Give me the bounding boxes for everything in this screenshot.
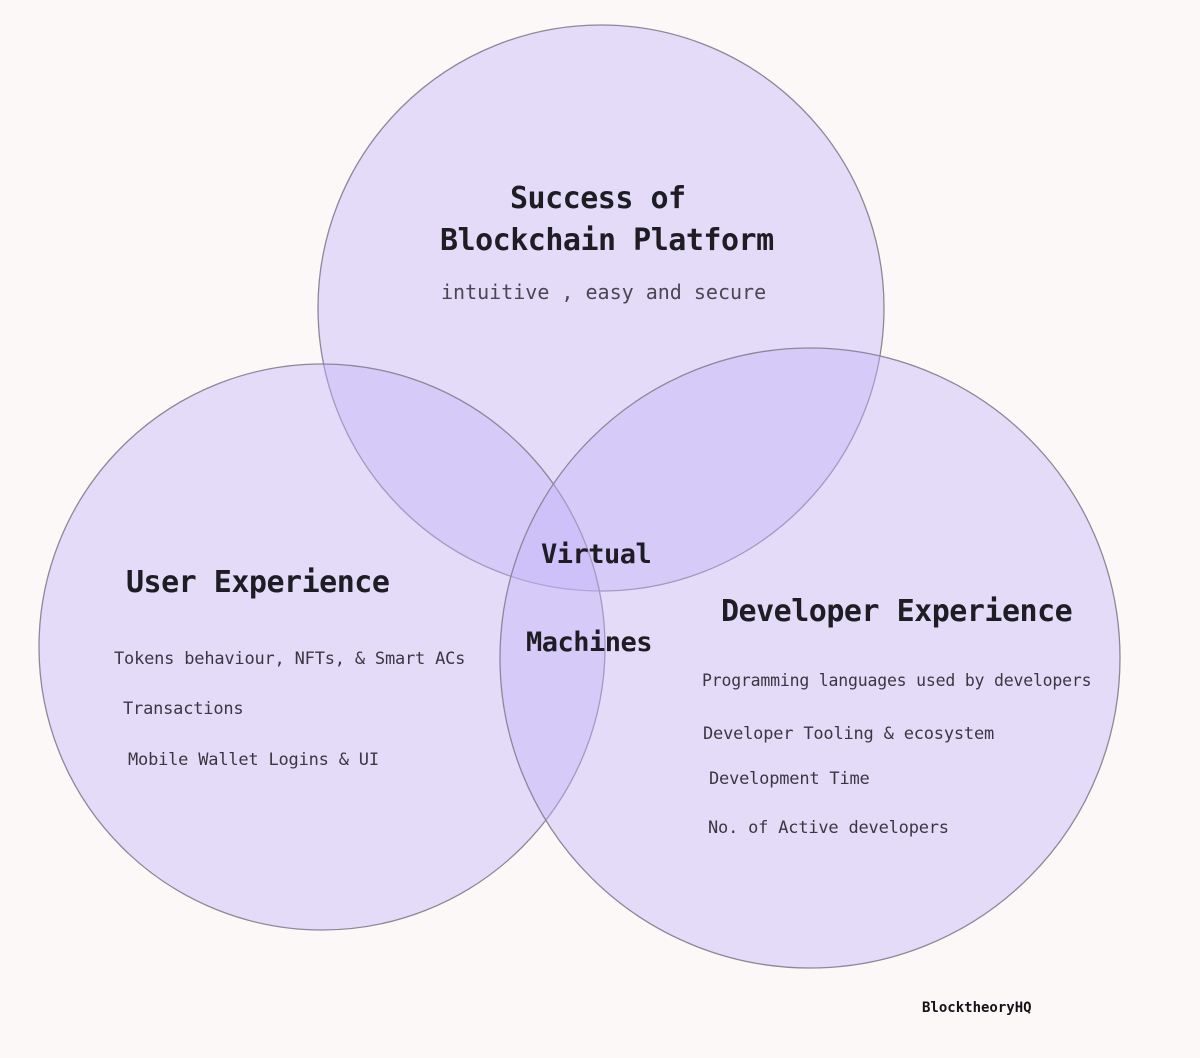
top-circle-subtitle: intuitive , easy and secure — [441, 280, 767, 304]
left-circle-item-tokens: Tokens behaviour, NFTs, & Smart ACs — [114, 649, 466, 669]
author-signature: BlocktheoryHQ — [922, 1000, 1032, 1016]
right-circle-item-active-developers: No. of Active developers — [708, 818, 949, 838]
left-circle-user-experience — [38, 363, 606, 931]
left-circle-item-mobile-wallet: Mobile Wallet Logins & UI — [128, 750, 379, 770]
left-circle-item-transactions: Transactions — [123, 699, 244, 719]
right-circle-title: Developer Experience — [721, 594, 1073, 629]
top-circle-title-line2: Blockchain Platform — [440, 223, 774, 258]
right-circle-item-programming-languages: Programming languages used by developers — [702, 671, 1092, 690]
center-label-line1: Virtual — [541, 539, 652, 570]
right-circle-item-developer-tooling: Developer Tooling & ecosystem — [703, 724, 995, 744]
center-label-line2: Machines — [526, 627, 653, 658]
right-circle-developer-experience — [499, 347, 1121, 969]
left-circle-title: User Experience — [126, 565, 390, 600]
right-circle-item-development-time: Development Time — [709, 769, 870, 789]
top-circle-success — [317, 24, 885, 592]
top-circle-title-line1: Success of — [510, 181, 686, 216]
